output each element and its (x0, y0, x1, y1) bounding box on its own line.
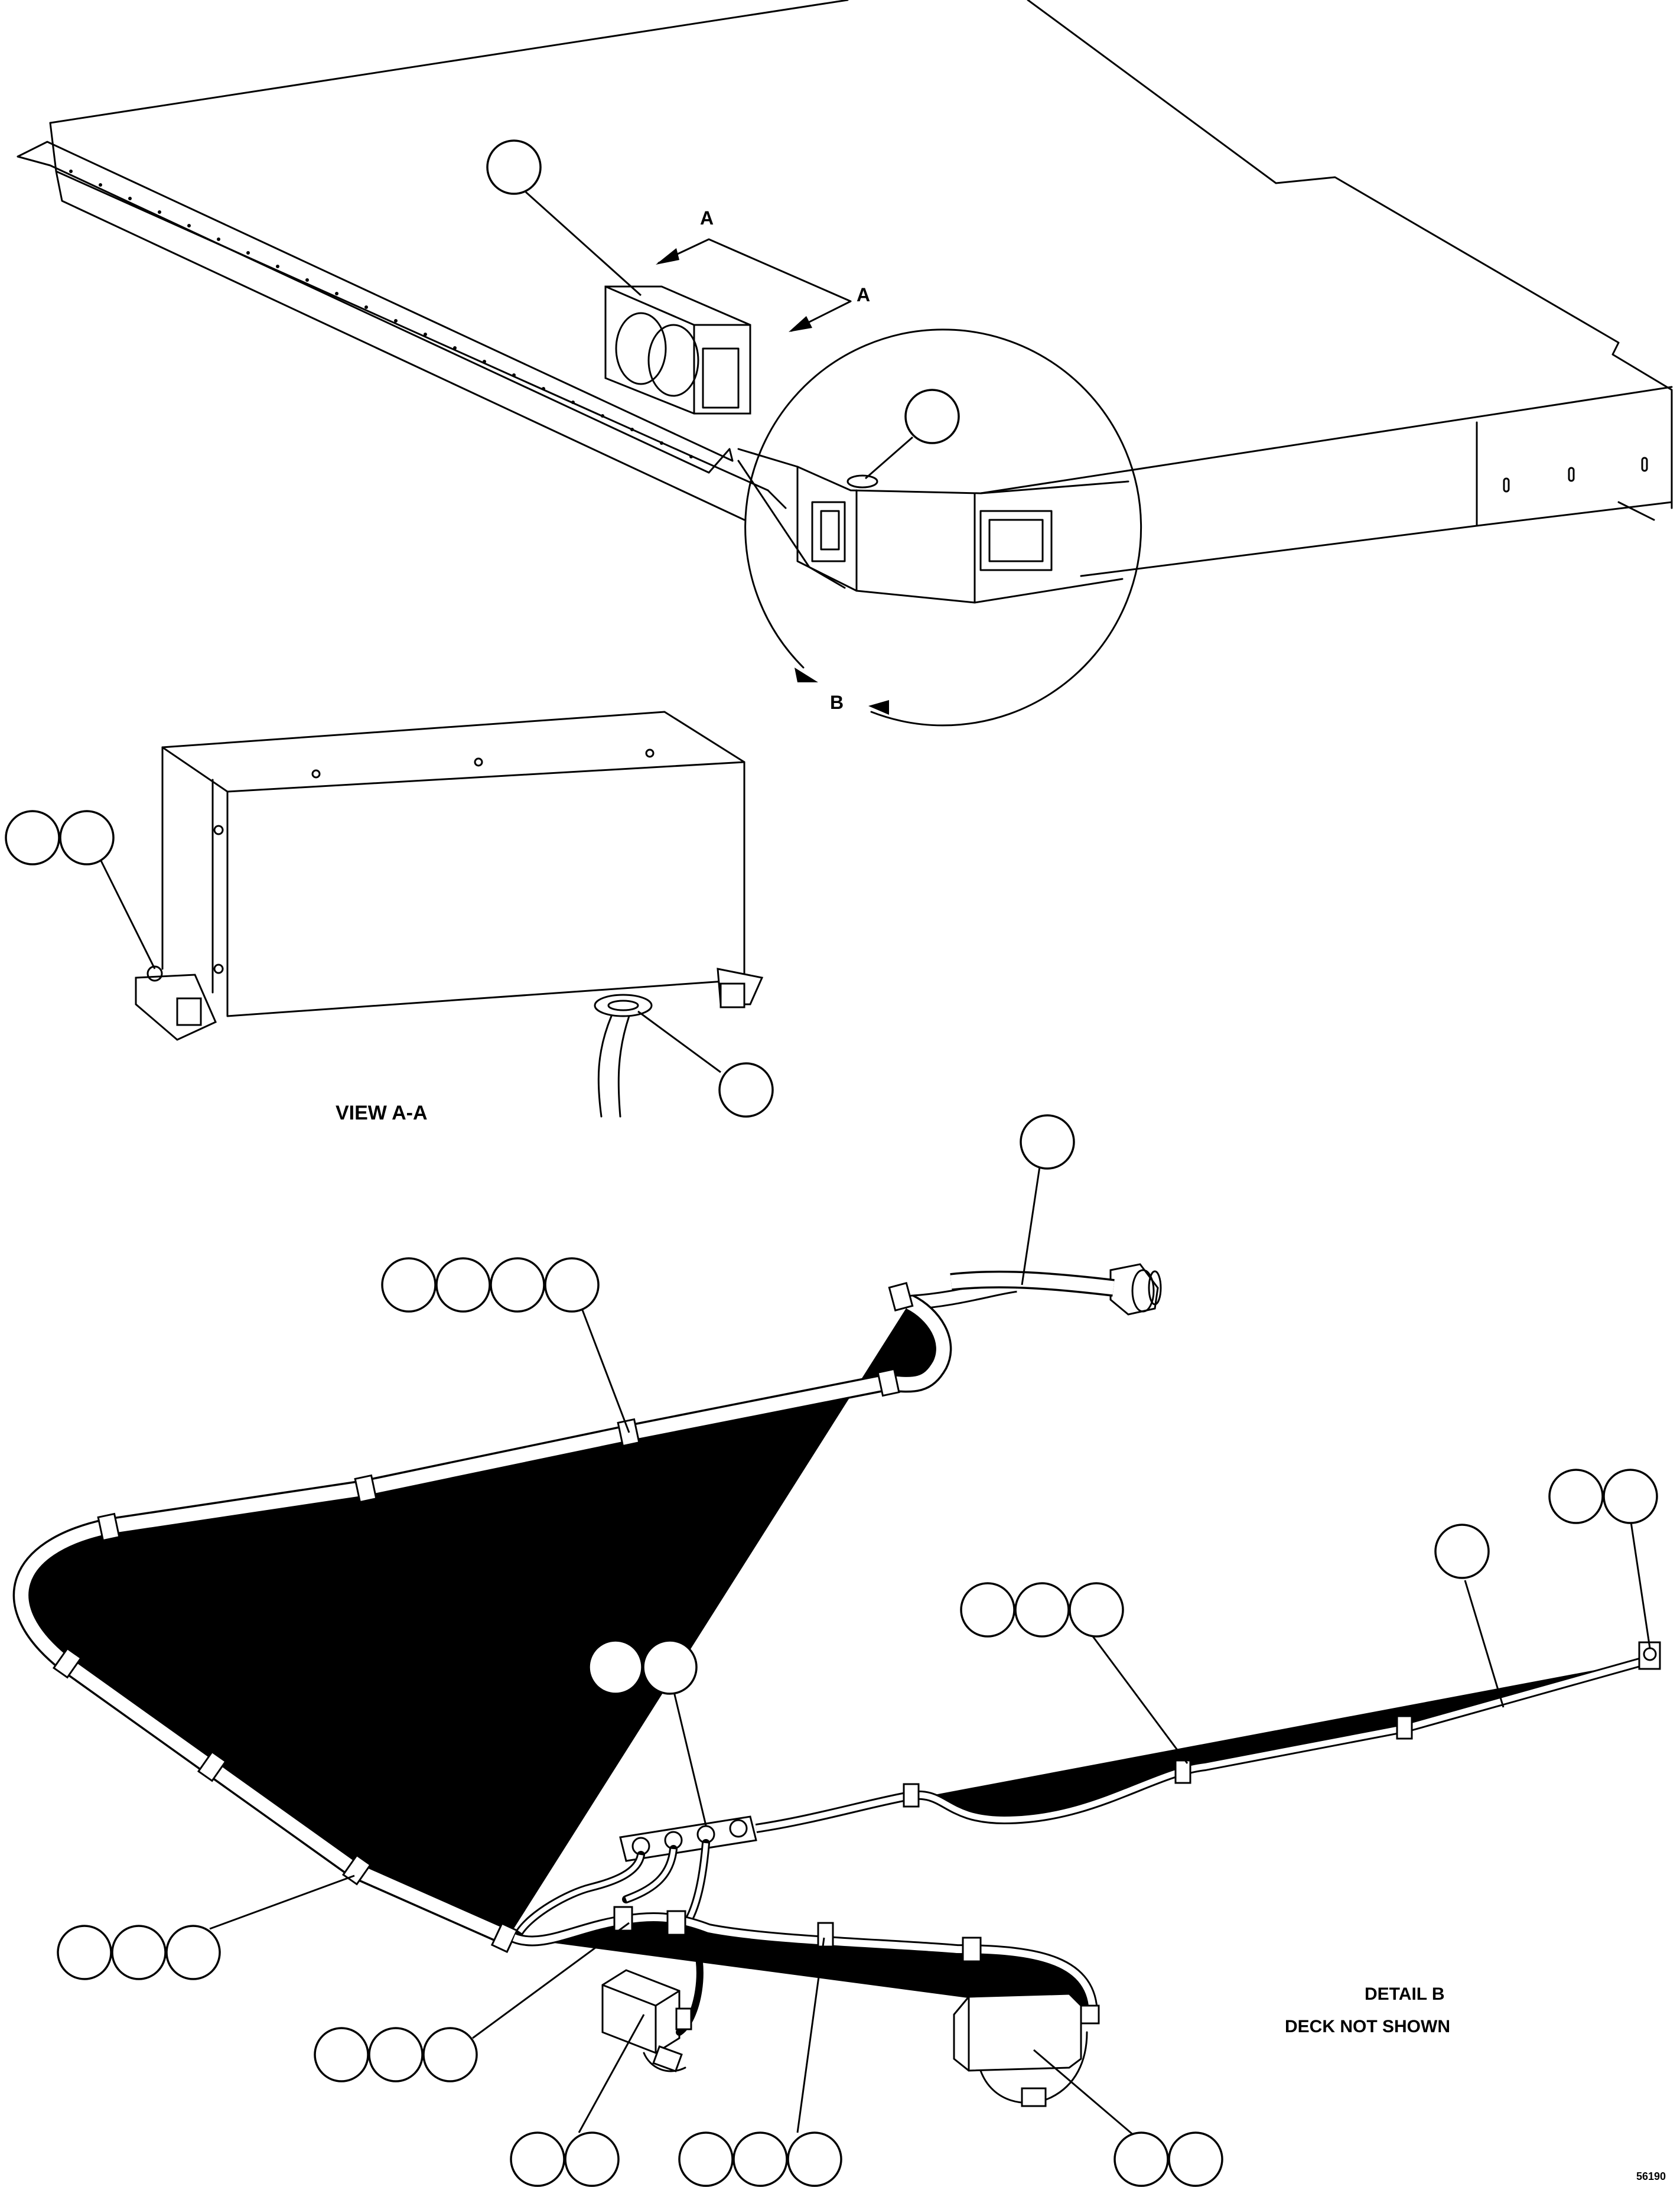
callout-circle-icon (486, 139, 542, 195)
callout-circle-icon (642, 1639, 698, 1695)
callout-circle-icon (564, 2131, 620, 2187)
callout-circle-icon (5, 810, 60, 865)
terminal-strip (619, 1815, 757, 1862)
section-arrows-a: A A (656, 207, 870, 332)
deck-isometric: A A B (17, 0, 1673, 727)
drawing-number: 56190 (1636, 2170, 1666, 2182)
arrowhead-icon (868, 700, 889, 715)
callout-circle-icon (111, 1925, 167, 1980)
view-title: VIEW A-A (336, 1102, 428, 1124)
callout-circle-icon (588, 1639, 643, 1695)
callout-circle-icon (544, 1257, 600, 1313)
section-arrow-label: A (700, 207, 714, 229)
detail-b-circle: B (737, 328, 1142, 727)
callout-circle-icon (57, 1925, 112, 1980)
callout-circle-icon (718, 1062, 774, 1118)
module-box-right (953, 1993, 1088, 2107)
callout-circle-icon (678, 2131, 734, 2187)
callout-circle-icon (732, 2131, 788, 2187)
callout-circle-icon (1548, 1469, 1604, 1524)
callout-circle-icon (1020, 1114, 1075, 1170)
callout-circle-icon (1114, 2131, 1169, 2187)
fan-housing (604, 285, 751, 415)
cable-clamps (52, 1281, 914, 1954)
callout-circle-icon (381, 1257, 437, 1313)
callout-circle-icon (368, 2027, 424, 2082)
callout-circle-icon (787, 2131, 842, 2187)
callout-circle-icon (59, 810, 115, 865)
callout-circle-icon (435, 1257, 491, 1313)
arrowhead-icon (795, 668, 818, 682)
arrowhead-icon (656, 248, 679, 265)
callout-circle-icon (314, 2027, 369, 2082)
module-box-left (601, 1928, 704, 2072)
callout-circle-icon (904, 389, 960, 444)
callout-circle-icon (1434, 1524, 1490, 1579)
callout-circle-icon (1069, 1582, 1124, 1638)
callout-circle-icon (490, 1257, 545, 1313)
callout-circle-icon (510, 2131, 565, 2187)
detail-note: DECK NOT SHOWN (1285, 2017, 1450, 2036)
detail-arrow-label: B (830, 692, 844, 713)
callout-circle-icon (1014, 1582, 1070, 1638)
arrowhead-icon (789, 316, 812, 332)
callout-circle-icon (960, 1582, 1015, 1638)
view-a-a: VIEW A-A (5, 711, 774, 1124)
section-arrow-label: A (857, 284, 870, 305)
callout-circle-icon (422, 2027, 478, 2082)
connector-plug (1109, 1263, 1162, 1316)
detail-b-harness: DETAIL B DECK NOT SHOWN (22, 1114, 1661, 2187)
detail-title: DETAIL B (1365, 1984, 1445, 2004)
rail-holes (69, 170, 693, 458)
callout-circle-icon (1168, 2131, 1223, 2187)
callout-circle-icon (165, 1925, 221, 1980)
callout-circle-icon (1603, 1469, 1658, 1524)
